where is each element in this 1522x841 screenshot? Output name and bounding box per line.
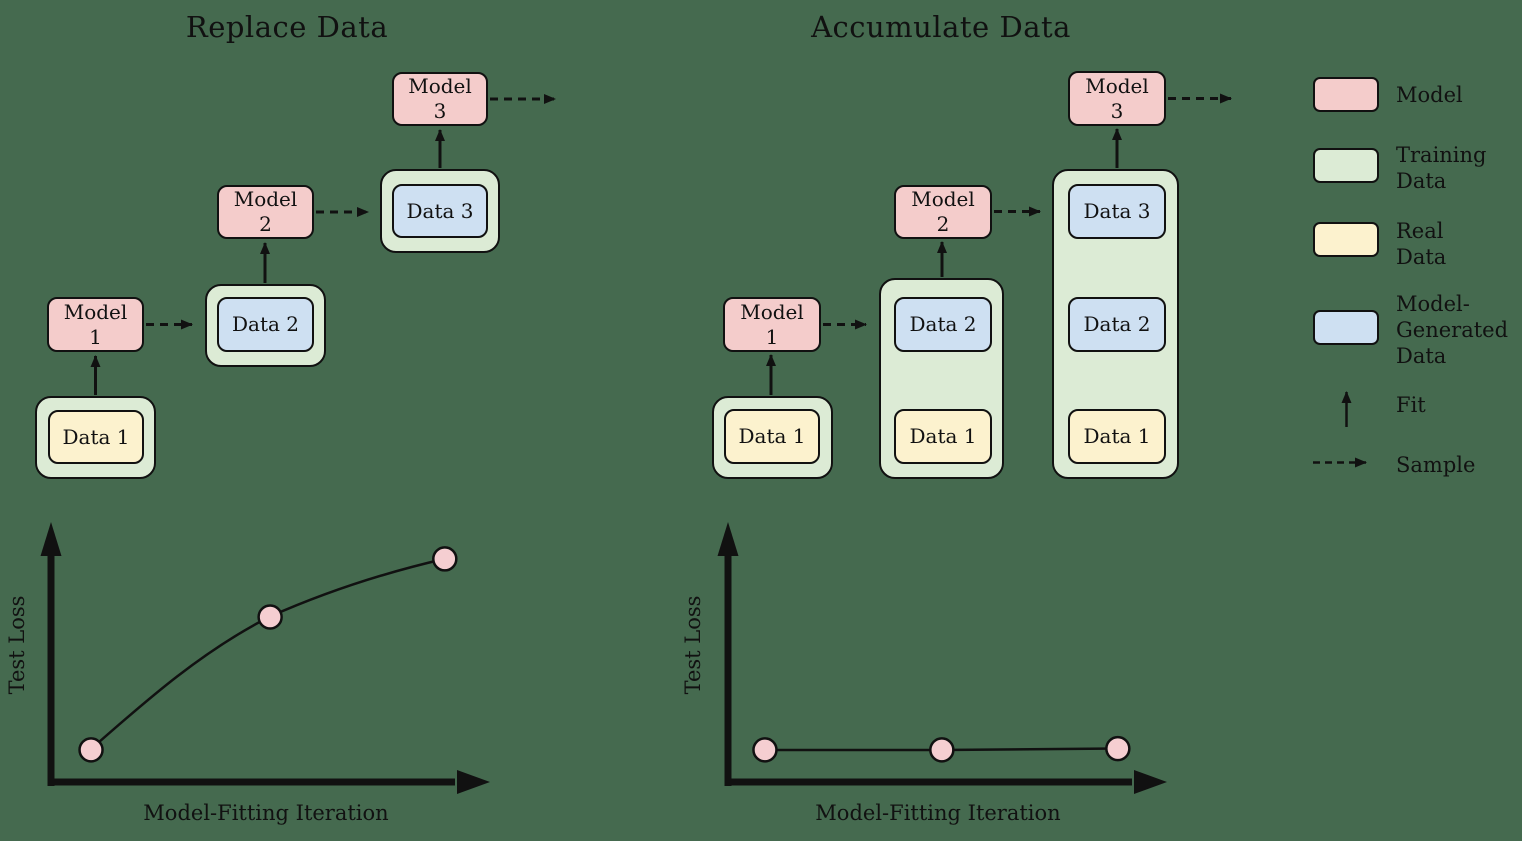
left-panel-title: Replace Data: [185, 10, 389, 44]
accumulate-x-axis-label: Model-Fitting Iteration: [815, 801, 1061, 825]
legend-model-swatch: [1313, 77, 1379, 112]
accumulate-plot-points: [752, 735, 1131, 763]
accumulate-c3-data1-box: Data 1: [1068, 409, 1166, 464]
legend-training-data-label: Training Data: [1396, 143, 1487, 193]
replace-model2-box: Model 2: [217, 185, 314, 239]
replace-y-axis-label: Test Loss: [5, 595, 29, 695]
accumulate-y-axis-label: Test Loss: [681, 595, 705, 695]
legend-generated-data-label: Model- Generated Data: [1396, 292, 1509, 368]
legend-real-data-label: Real Data: [1396, 219, 1447, 269]
accumulate-c2-data2-box: Data 2: [894, 297, 992, 352]
accumulate-c3-data3-box: Data 3: [1068, 184, 1166, 239]
replace-data3-box: Data 3: [392, 184, 488, 238]
accumulate-c1-data1-box: Data 1: [724, 409, 820, 464]
legend-fit-label: Fit: [1396, 393, 1426, 417]
accumulate-model1-box: Model 1: [723, 297, 821, 352]
loss-point: [929, 737, 955, 763]
replace-model1-box: Model 1: [47, 297, 144, 352]
legend-sample-label: Sample: [1396, 453, 1476, 477]
replace-x-axis-label: Model-Fitting Iteration: [143, 801, 389, 825]
legend-model-label: Model: [1396, 83, 1463, 107]
legend-real-data-swatch: [1313, 222, 1379, 257]
replace-plot-axes: [40, 522, 490, 794]
y-axis-arrowhead: [40, 522, 62, 556]
accumulate-model2-box: Model 2: [894, 185, 992, 239]
x-axis-arrowhead: [457, 770, 490, 794]
loss-point: [432, 546, 458, 572]
replace-data2-box: Data 2: [217, 297, 314, 352]
legend-generated-data-swatch: [1313, 310, 1379, 345]
accumulate-c3-data2-box: Data 2: [1068, 297, 1166, 352]
accumulate-c2-data1-box: Data 1: [894, 409, 992, 464]
loss-point: [1105, 735, 1131, 762]
replace-loss-curve: [89, 557, 445, 751]
right-panel-title: Accumulate Data: [811, 10, 1071, 44]
accumulate-model3-box: Model 3: [1068, 71, 1166, 126]
loss-point: [752, 737, 778, 763]
x-axis-arrowhead: [1134, 770, 1167, 794]
legend-training-data-swatch: [1313, 148, 1379, 183]
replace-data1-box: Data 1: [48, 410, 144, 464]
loss-point: [257, 604, 283, 630]
loss-point: [78, 737, 104, 763]
y-axis-arrowhead: [717, 522, 739, 556]
replace-plot-points: [78, 546, 458, 763]
replace-model3-box: Model 3: [392, 72, 488, 126]
